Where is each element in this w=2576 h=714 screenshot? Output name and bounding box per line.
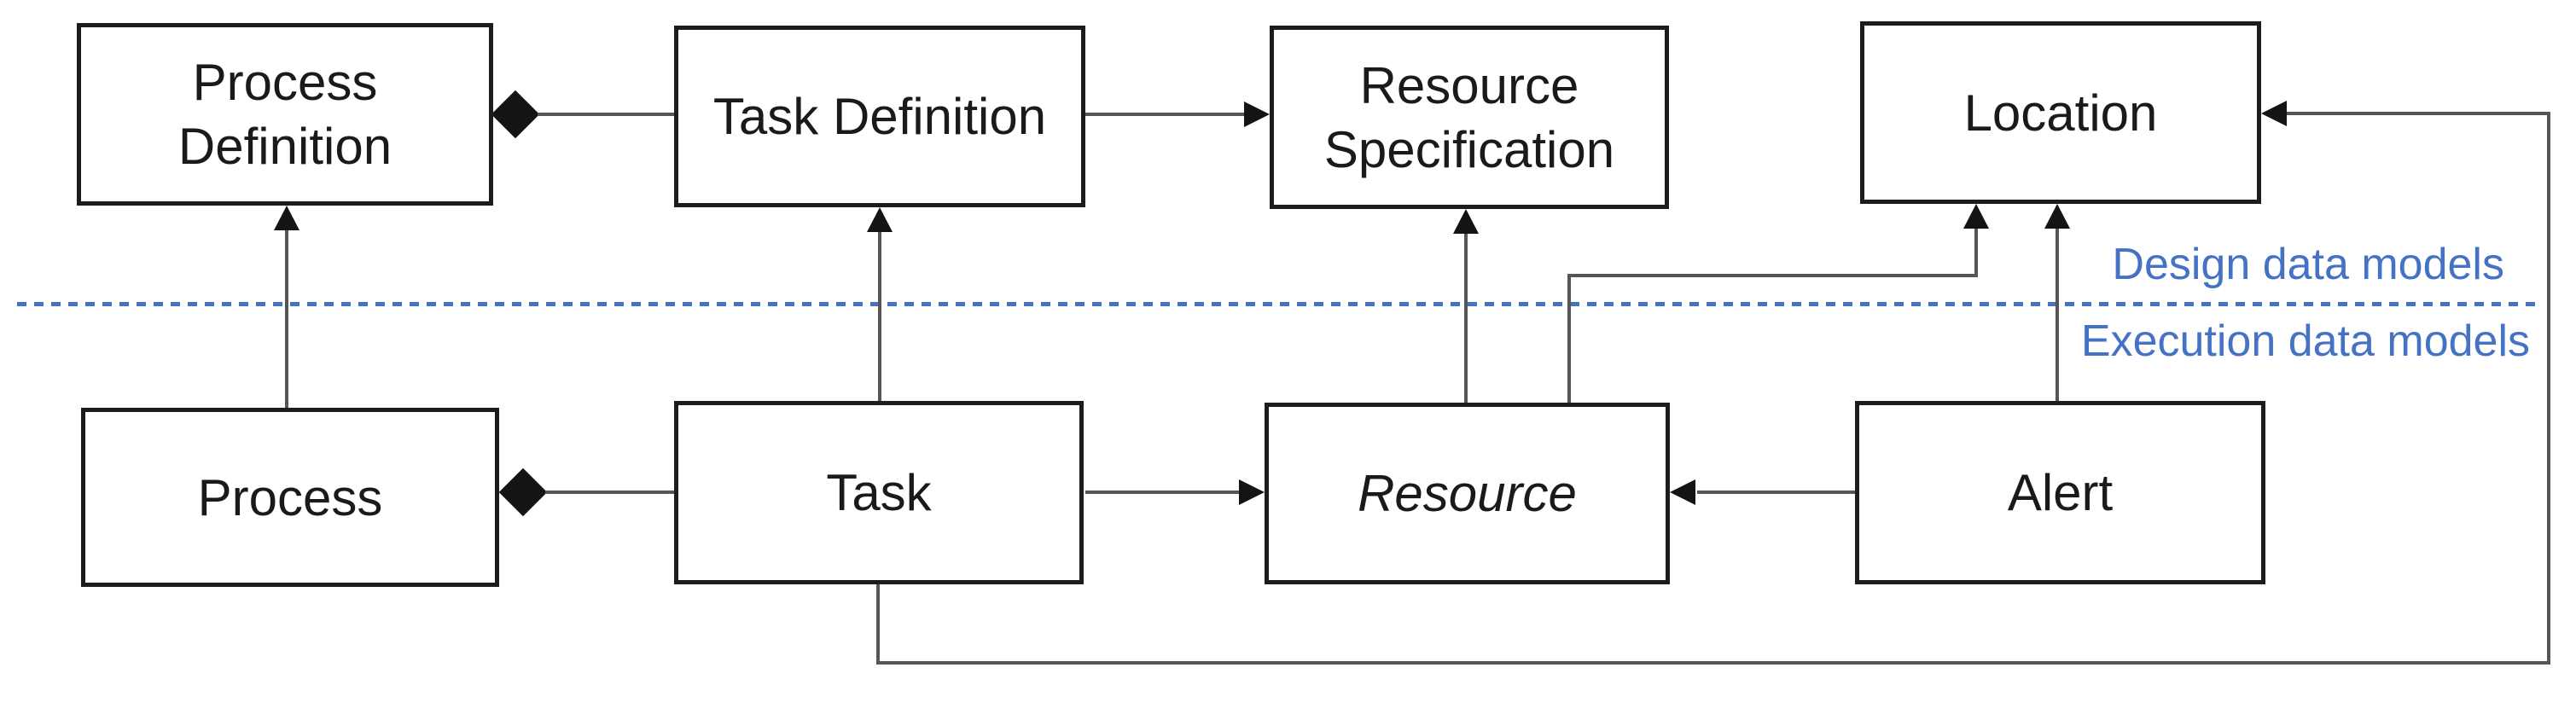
node-location: Location: [1860, 21, 2261, 204]
arrowhead-up-icon: [867, 207, 893, 232]
connector-line: [1085, 113, 1244, 116]
node-label: Process: [197, 468, 383, 526]
connector-line: [876, 661, 2550, 665]
arrowhead-left-icon: [2261, 101, 2287, 126]
connector-line: [545, 491, 674, 494]
connector-line: [876, 584, 880, 663]
node-process-definition: Process Definition: [77, 23, 493, 206]
node-label: Resource Specification: [1323, 56, 1615, 178]
execution-zone-label: Execution data models: [2080, 316, 2530, 366]
connector-line: [1567, 274, 1978, 277]
arrowhead-up-icon: [1453, 209, 1479, 234]
node-label: Process Definition: [177, 54, 393, 175]
node-process: Process: [81, 408, 499, 587]
arrowhead-up-icon: [1963, 204, 1989, 229]
connector-line: [1974, 228, 1978, 277]
design-execution-divider: [17, 302, 2543, 306]
node-resource-specification: Resource Specification: [1270, 26, 1669, 209]
node-label: Task Definition: [712, 88, 1047, 145]
connector-line: [1464, 233, 1468, 403]
node-label: Task: [826, 464, 932, 521]
composition-diamond-icon: [498, 467, 548, 517]
node-alert: Alert: [1855, 401, 2265, 584]
connector-line: [1697, 491, 1855, 494]
connector-line: [2547, 112, 2550, 665]
node-label: Alert: [2007, 464, 2114, 521]
connector-line: [1085, 491, 1241, 494]
arrowhead-right-icon: [1244, 102, 1270, 127]
connector-line: [538, 113, 674, 116]
node-task: Task: [674, 401, 1084, 584]
connector-line: [1567, 274, 1571, 403]
composition-diamond-icon: [491, 90, 540, 139]
arrowhead-up-icon: [274, 206, 299, 230]
arrowhead-left-icon: [1670, 479, 1695, 505]
node-task-definition: Task Definition: [674, 26, 1085, 207]
arrowhead-up-icon: [2044, 204, 2070, 229]
node-label: Resource: [1358, 465, 1577, 522]
arrowhead-right-icon: [1239, 479, 1265, 505]
design-zone-label: Design data models: [2112, 240, 2504, 289]
connector-line: [2287, 112, 2550, 115]
connector-line: [2056, 228, 2059, 401]
node-resource: Resource: [1265, 403, 1670, 584]
node-label: Location: [1963, 84, 2158, 142]
connector-line: [878, 231, 881, 401]
connector-line: [285, 229, 288, 408]
